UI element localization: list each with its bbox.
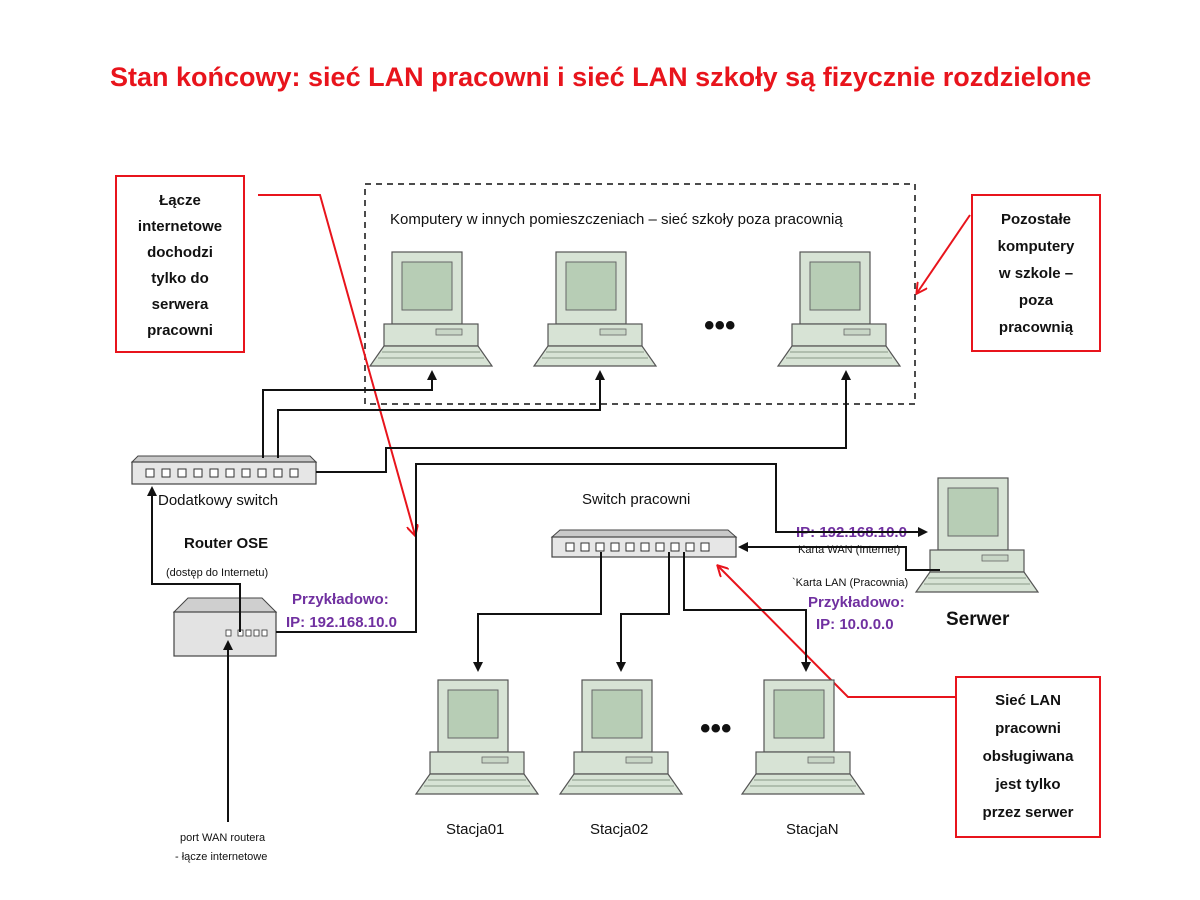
- station-2-icon: [559, 679, 683, 795]
- callout-other-computers-text: Pozostałe komputery w szkole – poza pracowni…: [998, 211, 1075, 336]
- other-computers-line-3: w szkole –: [998, 265, 1073, 282]
- server-icon: [915, 477, 1039, 593]
- lab-lan-line-1: Sieć LAN: [995, 692, 1061, 709]
- lab-switch-port-1: [565, 542, 575, 552]
- lab-switch-port-8: [670, 542, 680, 552]
- router-subtitle: (dostęp do Internetu): [166, 567, 268, 579]
- school-computer-2-icon: [533, 251, 657, 367]
- school-computer-n-icon: [777, 251, 901, 367]
- other-computers-line-4: poza: [1019, 292, 1054, 309]
- lab-switch-port-7: [655, 542, 665, 552]
- lab-switch-port-3: [595, 542, 605, 552]
- lab-switch-icon: [550, 529, 738, 558]
- lab-switch-port-2: [580, 542, 590, 552]
- other-computers-line-5: pracownią: [999, 319, 1074, 336]
- internet-link-line-1: Łącze: [159, 192, 201, 209]
- callout-other-computers-arrow: [917, 214, 971, 293]
- school-group-label: Komputery w innych pomieszczeniach – sie…: [390, 211, 843, 228]
- lab-switch-port-9: [685, 542, 695, 552]
- stations-ellipsis: •••: [700, 712, 732, 745]
- lab-switch-label: Switch pracowni: [582, 491, 690, 508]
- school-ellipsis: •••: [704, 309, 736, 342]
- extra-switch-port-7: [241, 468, 251, 478]
- diagram-title: Stan końcowy: sieć LAN pracowni i sieć L…: [110, 62, 1091, 92]
- callout-lab-lan: [955, 676, 1101, 838]
- link-extra-switch-school-pc1: [262, 370, 437, 458]
- link-router-extra-switch: [147, 486, 241, 632]
- station-2-label: Stacja02: [590, 821, 648, 838]
- extra-switch-port-2: [161, 468, 171, 478]
- school-computer-1-icon: [369, 251, 493, 367]
- internet-link-line-4: tylko do: [151, 270, 209, 287]
- lab-lan-line-4: jest tylko: [994, 776, 1060, 793]
- server-lan-prefix: Przykładowo:: [808, 594, 905, 611]
- lab-lan-line-3: obsługiwana: [983, 748, 1075, 765]
- server-lan-ip: IP: 10.0.0.0: [816, 616, 894, 633]
- extra-switch-port-8: [257, 468, 267, 478]
- link-extra-switch-school-pcn: [316, 370, 851, 473]
- link-lab-switch-stationn: [683, 552, 811, 672]
- station-n-icon: [741, 679, 865, 795]
- internet-link-line-5: serwera: [152, 296, 209, 313]
- lab-switch-port-5: [625, 542, 635, 552]
- station-n-label: StacjaN: [786, 821, 839, 838]
- server-lan-card: `Karta LAN (Pracownia): [792, 577, 908, 589]
- lab-lan-line-2: pracowni: [995, 720, 1061, 737]
- station-1-icon: [415, 679, 539, 795]
- internet-link-line-3: dochodzi: [147, 244, 213, 261]
- lab-switch-port-4: [610, 542, 620, 552]
- lab-switch-port-10: [700, 542, 710, 552]
- extra-switch-port-9: [273, 468, 283, 478]
- wan-port-label-2: - łącze internetowe: [175, 851, 267, 863]
- callout-internet-link-arrow: [258, 194, 415, 535]
- server-wan-card: Karta WAN (Internet): [798, 544, 900, 556]
- link-lab-switch-station1: [473, 552, 602, 672]
- other-computers-line-1: Pozostałe: [1001, 211, 1071, 228]
- wan-port-label-1: port WAN routera: [180, 832, 266, 844]
- extra-switch-label: Dodatkowy switch: [158, 492, 278, 509]
- link-lab-switch-station2: [616, 552, 670, 672]
- internet-link-line-2: internetowe: [138, 218, 222, 235]
- link-extra-switch-school-pc2: [277, 370, 605, 458]
- router-name: Router OSE: [184, 535, 268, 552]
- router-ip-prefix: Przykładowo:: [292, 591, 389, 608]
- callout-other-computers: [971, 194, 1101, 352]
- server-name: Serwer: [946, 609, 1010, 630]
- callout-lab-lan-text: Sieć LAN pracowni obsługiwana jest tylko prz…: [983, 692, 1075, 821]
- router-icon: [172, 597, 278, 657]
- callout-internet-link: [115, 175, 245, 353]
- router-ip: IP: 192.168.10.0: [286, 614, 397, 631]
- callout-internet-link-text: Łącze internetowe dochodzi tylko do serwera p…: [138, 192, 222, 339]
- lab-switch-port-6: [640, 542, 650, 552]
- extra-switch-icon: [130, 455, 318, 485]
- lab-lan-line-5: przez serwer: [983, 804, 1074, 821]
- link-router-server-wan: [276, 463, 928, 633]
- extra-switch-port-5: [209, 468, 219, 478]
- extra-switch-port-10: [289, 468, 299, 478]
- extra-switch-port-4: [193, 468, 203, 478]
- school-network-group: [364, 183, 916, 405]
- extra-switch-port-6: [225, 468, 235, 478]
- extra-switch-port-1: [145, 468, 155, 478]
- extra-switch-port-3: [177, 468, 187, 478]
- internet-link-line-6: pracowni: [147, 322, 213, 339]
- station-1-label: Stacja01: [446, 821, 504, 838]
- link-server-lab-switch: [738, 542, 940, 571]
- other-computers-line-2: komputery: [998, 238, 1075, 255]
